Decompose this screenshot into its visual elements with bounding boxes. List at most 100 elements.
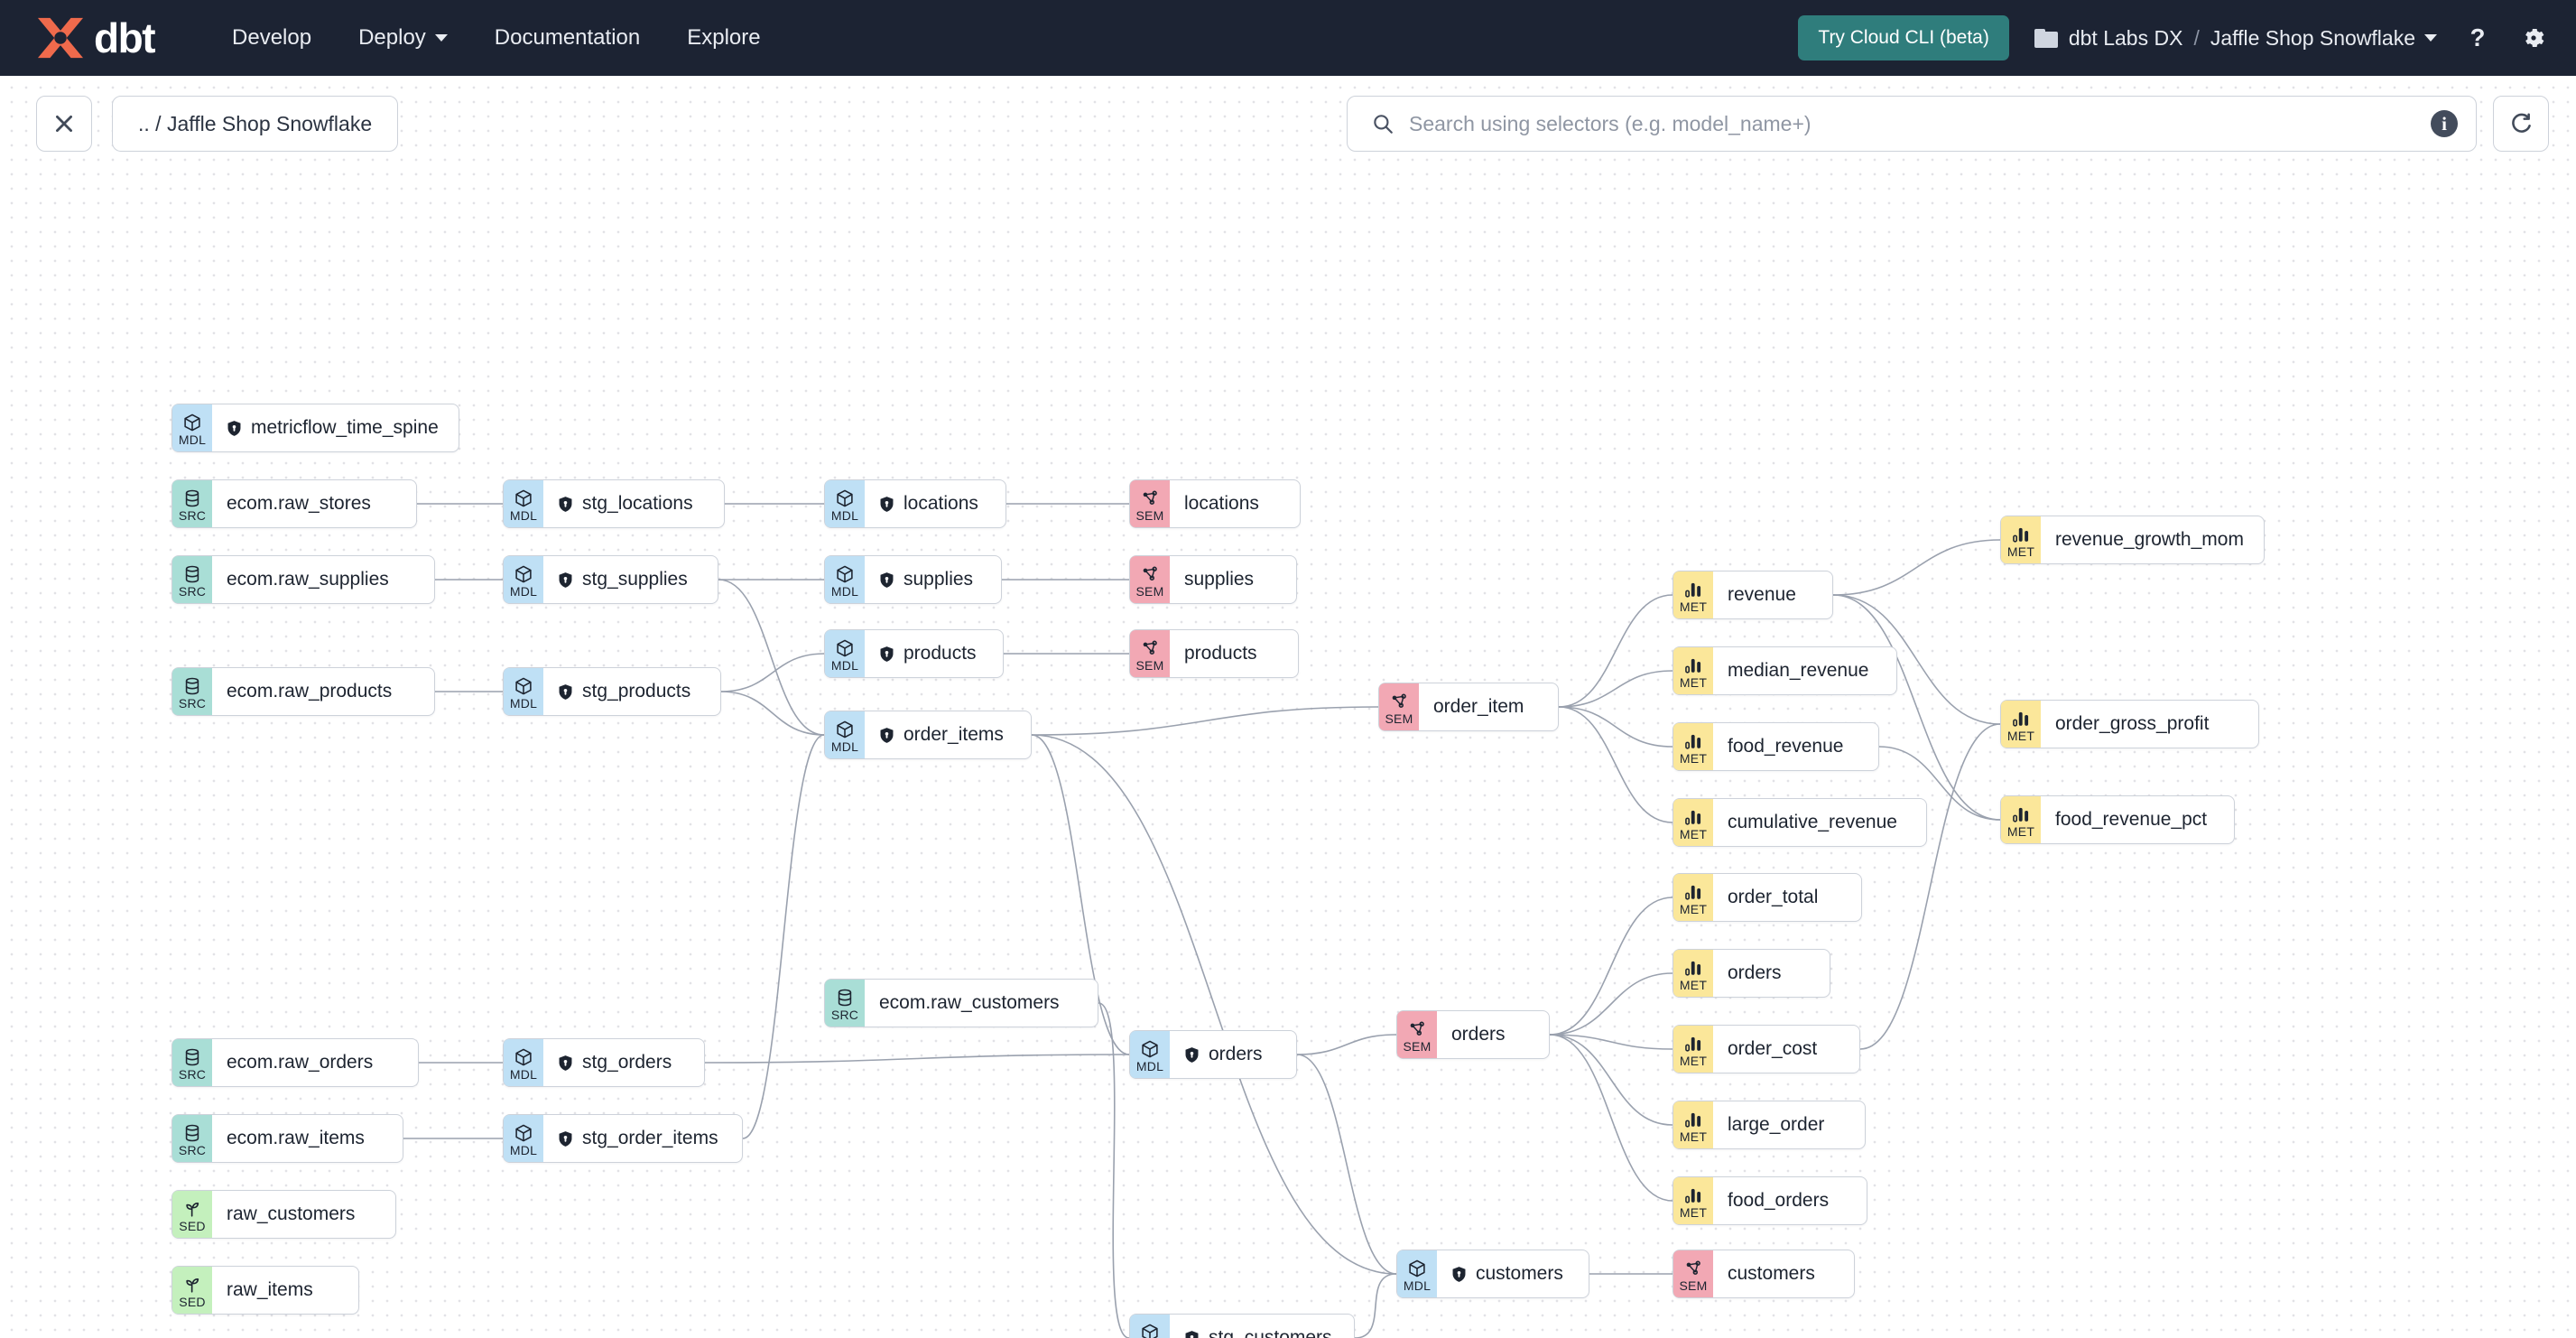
node-type-badge-met: MET xyxy=(2001,701,2041,748)
node-type-label: SRC xyxy=(178,1066,207,1082)
nav-item-develop-label: Develop xyxy=(232,25,312,50)
metric-icon xyxy=(2013,807,2029,822)
breadcrumb-path-chip[interactable]: .. / Jaffle Shop Snowflake xyxy=(112,96,399,152)
protected-shield-icon xyxy=(1452,1266,1466,1282)
cube-icon xyxy=(837,639,853,656)
settings-button[interactable] xyxy=(2518,23,2549,53)
semantic-model-icon xyxy=(1143,490,1157,505)
nav-item-explore[interactable]: Explore xyxy=(663,16,783,60)
semantic-model-icon xyxy=(1410,1021,1424,1036)
breadcrumb-account[interactable]: dbt Labs DX xyxy=(2068,25,2183,50)
node-type-label: MDL xyxy=(830,507,859,523)
node-label: cumulative_revenue xyxy=(1728,812,1897,832)
nav-item-deploy[interactable]: Deploy xyxy=(335,16,471,60)
node-type-badge-met: MET xyxy=(2001,796,2041,843)
node-body: revenue xyxy=(1713,571,1812,618)
node-type-label: MET xyxy=(1679,1129,1708,1144)
node-label: order_item xyxy=(1433,696,1524,717)
folder-icon xyxy=(2034,28,2058,48)
close-icon xyxy=(56,116,72,132)
protected-shield-icon xyxy=(559,683,572,700)
node-type-label: SEM xyxy=(1135,507,1164,523)
refresh-button[interactable] xyxy=(2493,96,2549,152)
breadcrumb-project-selector[interactable]: Jaffle Shop Snowflake xyxy=(2210,26,2437,51)
node-type-label: MDL xyxy=(509,1066,538,1082)
node-body: ecom.raw_stores xyxy=(212,480,387,527)
node-body: locations xyxy=(1170,480,1275,527)
graph-node-mdl_orders[interactable]: MDL orders xyxy=(1129,1030,1297,1079)
nav-item-develop[interactable]: Develop xyxy=(208,16,335,60)
node-type-badge-mdl: MDL xyxy=(825,556,865,603)
lineage-edge-met_order_cost-to-met_order_gross_profit xyxy=(1859,723,2001,1050)
search-input[interactable] xyxy=(1409,111,2431,136)
close-button[interactable] xyxy=(36,96,92,152)
node-label: order_gross_profit xyxy=(2055,713,2210,734)
node-type-badge-met: MET xyxy=(1673,874,1713,921)
node-label: customers xyxy=(1476,1263,1563,1284)
node-body: stg_order_items xyxy=(543,1115,735,1162)
protected-shield-icon xyxy=(559,571,572,588)
node-label: orders xyxy=(1209,1044,1263,1064)
graph-node-sem_order_item[interactable]: SEM order_item xyxy=(1378,683,1559,731)
dbt-logo[interactable]: dbt xyxy=(32,14,156,61)
try-cloud-cli-button[interactable]: Try Cloud CLI (beta) xyxy=(1798,15,2009,60)
node-label: food_revenue xyxy=(1728,736,1844,757)
node-type-label: SED xyxy=(179,1294,206,1309)
metric-icon xyxy=(1685,810,1701,825)
node-body: median_revenue xyxy=(1713,647,1885,694)
search-container[interactable]: i xyxy=(1347,96,2477,152)
graph-node-met_order_gross_profit[interactable]: MET order_gross_profit xyxy=(2000,700,2259,748)
nav-right-cluster: Try Cloud CLI (beta) dbt Labs DX / Jaffl… xyxy=(1798,15,2549,60)
node-body: products xyxy=(1170,630,1274,677)
info-icon[interactable]: i xyxy=(2431,110,2458,137)
node-type-badge-sem: SEM xyxy=(1130,630,1170,677)
node-body: order_gross_profit xyxy=(2041,701,2225,748)
node-label: stg_locations xyxy=(582,493,693,514)
protected-shield-icon xyxy=(880,496,894,512)
help-button[interactable]: ? xyxy=(2462,23,2493,53)
graph-node-sem_locations[interactable]: SEM locations xyxy=(1129,479,1301,528)
metric-icon xyxy=(1685,961,1701,976)
node-body: customers xyxy=(1437,1250,1580,1297)
node-type-badge-src: SRC xyxy=(172,1115,212,1162)
node-type-label: MDL xyxy=(1135,1058,1164,1073)
node-type-label: SEM xyxy=(1385,711,1413,726)
nav-item-documentation[interactable]: Documentation xyxy=(471,16,663,60)
